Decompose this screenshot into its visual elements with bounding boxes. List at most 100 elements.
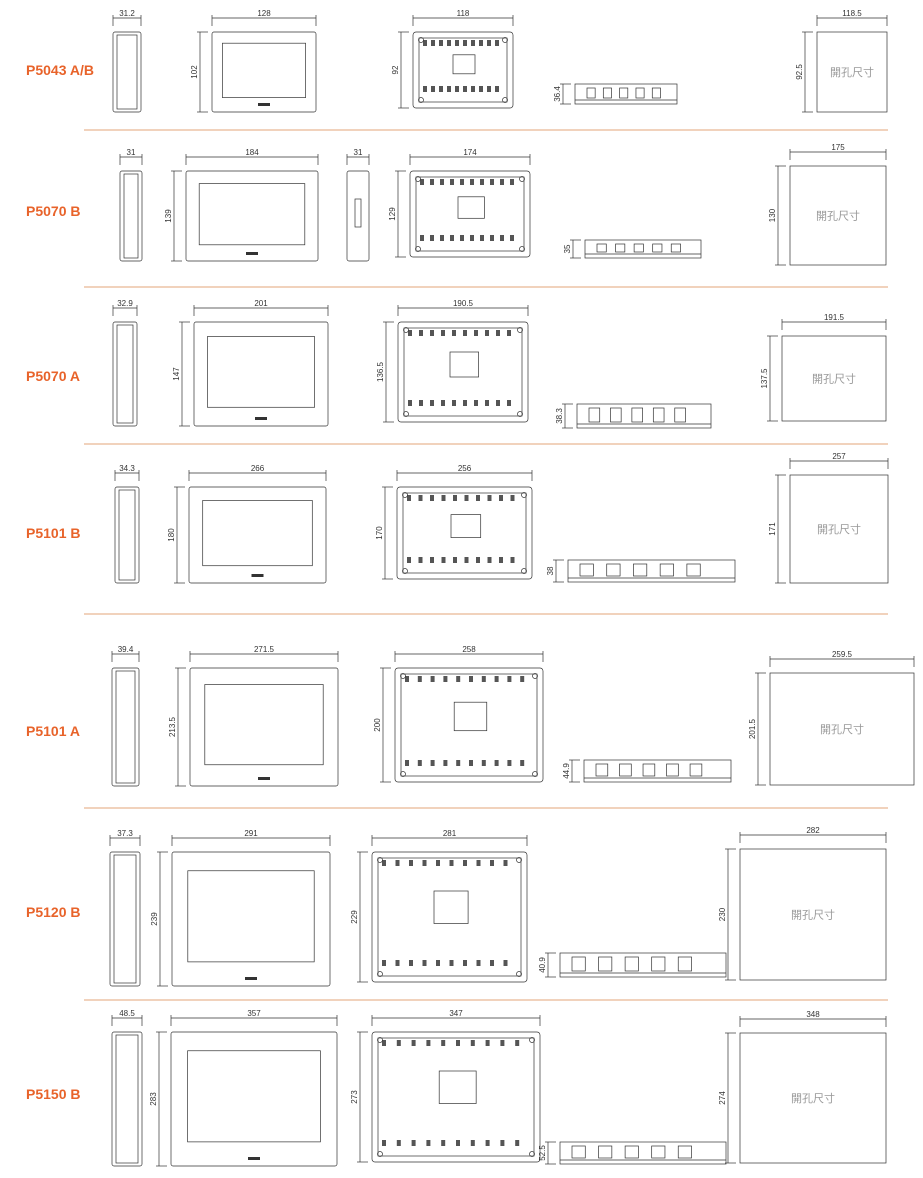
rear-width-dimension: 118 xyxy=(457,9,470,18)
rear-height-dimension: 129 xyxy=(388,207,397,221)
side-view: 37.3 xyxy=(109,829,141,987)
front-height-dimension: 147 xyxy=(172,367,181,381)
front-view: 184 139 xyxy=(164,148,319,262)
rear-width-dimension: 190.5 xyxy=(453,299,474,308)
front-height-dimension: 180 xyxy=(167,528,176,542)
front-view: 266 180 xyxy=(167,464,327,584)
side-view-alt: 31 xyxy=(346,148,370,262)
rear-height-dimension: 273 xyxy=(350,1090,359,1104)
front-view: 128 102 xyxy=(190,9,317,113)
cutout-width-dimension: 175 xyxy=(831,143,845,152)
bottom-depth-dimension: 52.5 xyxy=(538,1145,547,1161)
cutout-height-dimension: 92.5 xyxy=(795,64,804,80)
front-view: 271.5 213.5 xyxy=(168,645,339,787)
cutout-label: 開孔尺寸 xyxy=(830,65,874,79)
cutout-height-dimension: 230 xyxy=(718,907,727,921)
rear-height-dimension: 92 xyxy=(391,65,400,74)
model-label: P5120 B xyxy=(26,904,80,920)
cutout-width-dimension: 191.5 xyxy=(824,313,845,322)
rear-width-dimension: 256 xyxy=(458,464,472,473)
side-view: 31.2 xyxy=(112,9,142,113)
model-label: P5070 A xyxy=(26,368,80,384)
cutout-height-dimension: 171 xyxy=(768,522,777,536)
product-row: P5070 A 32.9 201 147 190.5 136.5 38.3 191.5137.… xyxy=(26,299,887,429)
side-depth-dimension: 48.5 xyxy=(119,1009,135,1018)
rear-height-dimension: 136.5 xyxy=(376,361,385,382)
bottom-depth-dimension: 40.9 xyxy=(538,957,547,973)
side-depth-dimension: 39.4 xyxy=(118,645,134,654)
cutout-label: 開孔尺寸 xyxy=(791,908,835,922)
bottom-depth-dimension: 38.3 xyxy=(555,408,564,424)
model-label: P5101 B xyxy=(26,525,80,541)
cutout-width-dimension: 257 xyxy=(832,452,846,461)
rear-height-dimension: 170 xyxy=(375,526,384,540)
bottom-view: 38.3 xyxy=(555,403,712,429)
front-width-dimension: 128 xyxy=(257,9,271,18)
front-width-dimension: 271.5 xyxy=(254,645,275,654)
rear-view: 118 92 xyxy=(391,9,514,109)
front-width-dimension: 184 xyxy=(245,148,259,157)
front-width-dimension: 201 xyxy=(254,299,268,308)
side-depth-dimension: 34.3 xyxy=(119,464,135,473)
model-label: P5150 B xyxy=(26,1086,80,1102)
bottom-view: 52.5 xyxy=(538,1141,727,1165)
rear-view: 256 170 xyxy=(375,464,533,580)
front-height-dimension: 283 xyxy=(149,1092,158,1106)
product-row: P5101 B 34.3 266 180 256 170 38 257 171 開孔尺寸 xyxy=(26,452,889,584)
cutout-label: 開孔尺寸 xyxy=(817,522,861,536)
rear-view: 347 273 xyxy=(350,1009,541,1163)
product-row: P5043 A/B 31.2 128 102 118 92 36.4 118.5 92.5 開孔尺… xyxy=(26,9,888,113)
bottom-view: 36.4 xyxy=(553,83,678,105)
rear-width-dimension: 258 xyxy=(462,645,476,654)
side-view: 39.4 xyxy=(111,645,140,787)
model-label: P5070 B xyxy=(26,203,80,219)
cutout-label: 開孔尺寸 xyxy=(791,1091,835,1105)
cutout-height-dimension: 201.5 xyxy=(748,718,757,739)
side-view: 34.3 xyxy=(114,464,140,584)
bottom-depth-dimension: 44.9 xyxy=(562,763,571,779)
rear-height-dimension: 200 xyxy=(373,718,382,732)
front-width-dimension: 266 xyxy=(251,464,265,473)
side-view: 48.5 xyxy=(111,1009,143,1167)
product-row: P5101 A 39.4 271.5 213.5 258 200 44.9 259.5 201.… xyxy=(26,645,915,787)
model-label: P5101 A xyxy=(26,723,80,739)
cutout-view: 257 171 開孔尺寸 xyxy=(768,452,889,584)
rear-view: 258 200 xyxy=(373,645,544,783)
bottom-depth-dimension: 36.4 xyxy=(553,86,562,102)
cutout-label: 開孔尺寸 xyxy=(816,209,860,223)
rear-width-dimension: 281 xyxy=(443,829,457,838)
rear-height-dimension: 229 xyxy=(350,910,359,924)
cutout-width-dimension: 259.5 xyxy=(832,650,853,659)
front-height-dimension: 102 xyxy=(190,65,199,79)
front-height-dimension: 139 xyxy=(164,209,173,223)
bottom-depth-dimension: 35 xyxy=(563,244,572,253)
cutout-view: 118.5 92.5 開孔尺寸 xyxy=(795,9,888,113)
front-view: 201 147 xyxy=(172,299,329,427)
side2-depth-dimension: 31 xyxy=(354,148,363,157)
front-height-dimension: 213.5 xyxy=(168,716,177,737)
front-height-dimension: 239 xyxy=(150,912,159,926)
bottom-view: 40.9 xyxy=(538,952,727,978)
side-depth-dimension: 37.3 xyxy=(117,829,133,838)
cutout-width-dimension: 348 xyxy=(806,1010,820,1019)
rear-width-dimension: 347 xyxy=(449,1009,463,1018)
side-view: 32.9 xyxy=(112,299,138,427)
rear-view: 190.5 136.5 xyxy=(376,299,529,423)
front-width-dimension: 357 xyxy=(247,1009,261,1018)
bottom-view: 38 xyxy=(546,559,736,583)
side-view: 31 xyxy=(119,148,143,262)
rear-view: 281 229 xyxy=(350,829,528,983)
cutout-width-dimension: 118.5 xyxy=(842,9,862,18)
model-label: P5043 A/B xyxy=(26,62,94,78)
